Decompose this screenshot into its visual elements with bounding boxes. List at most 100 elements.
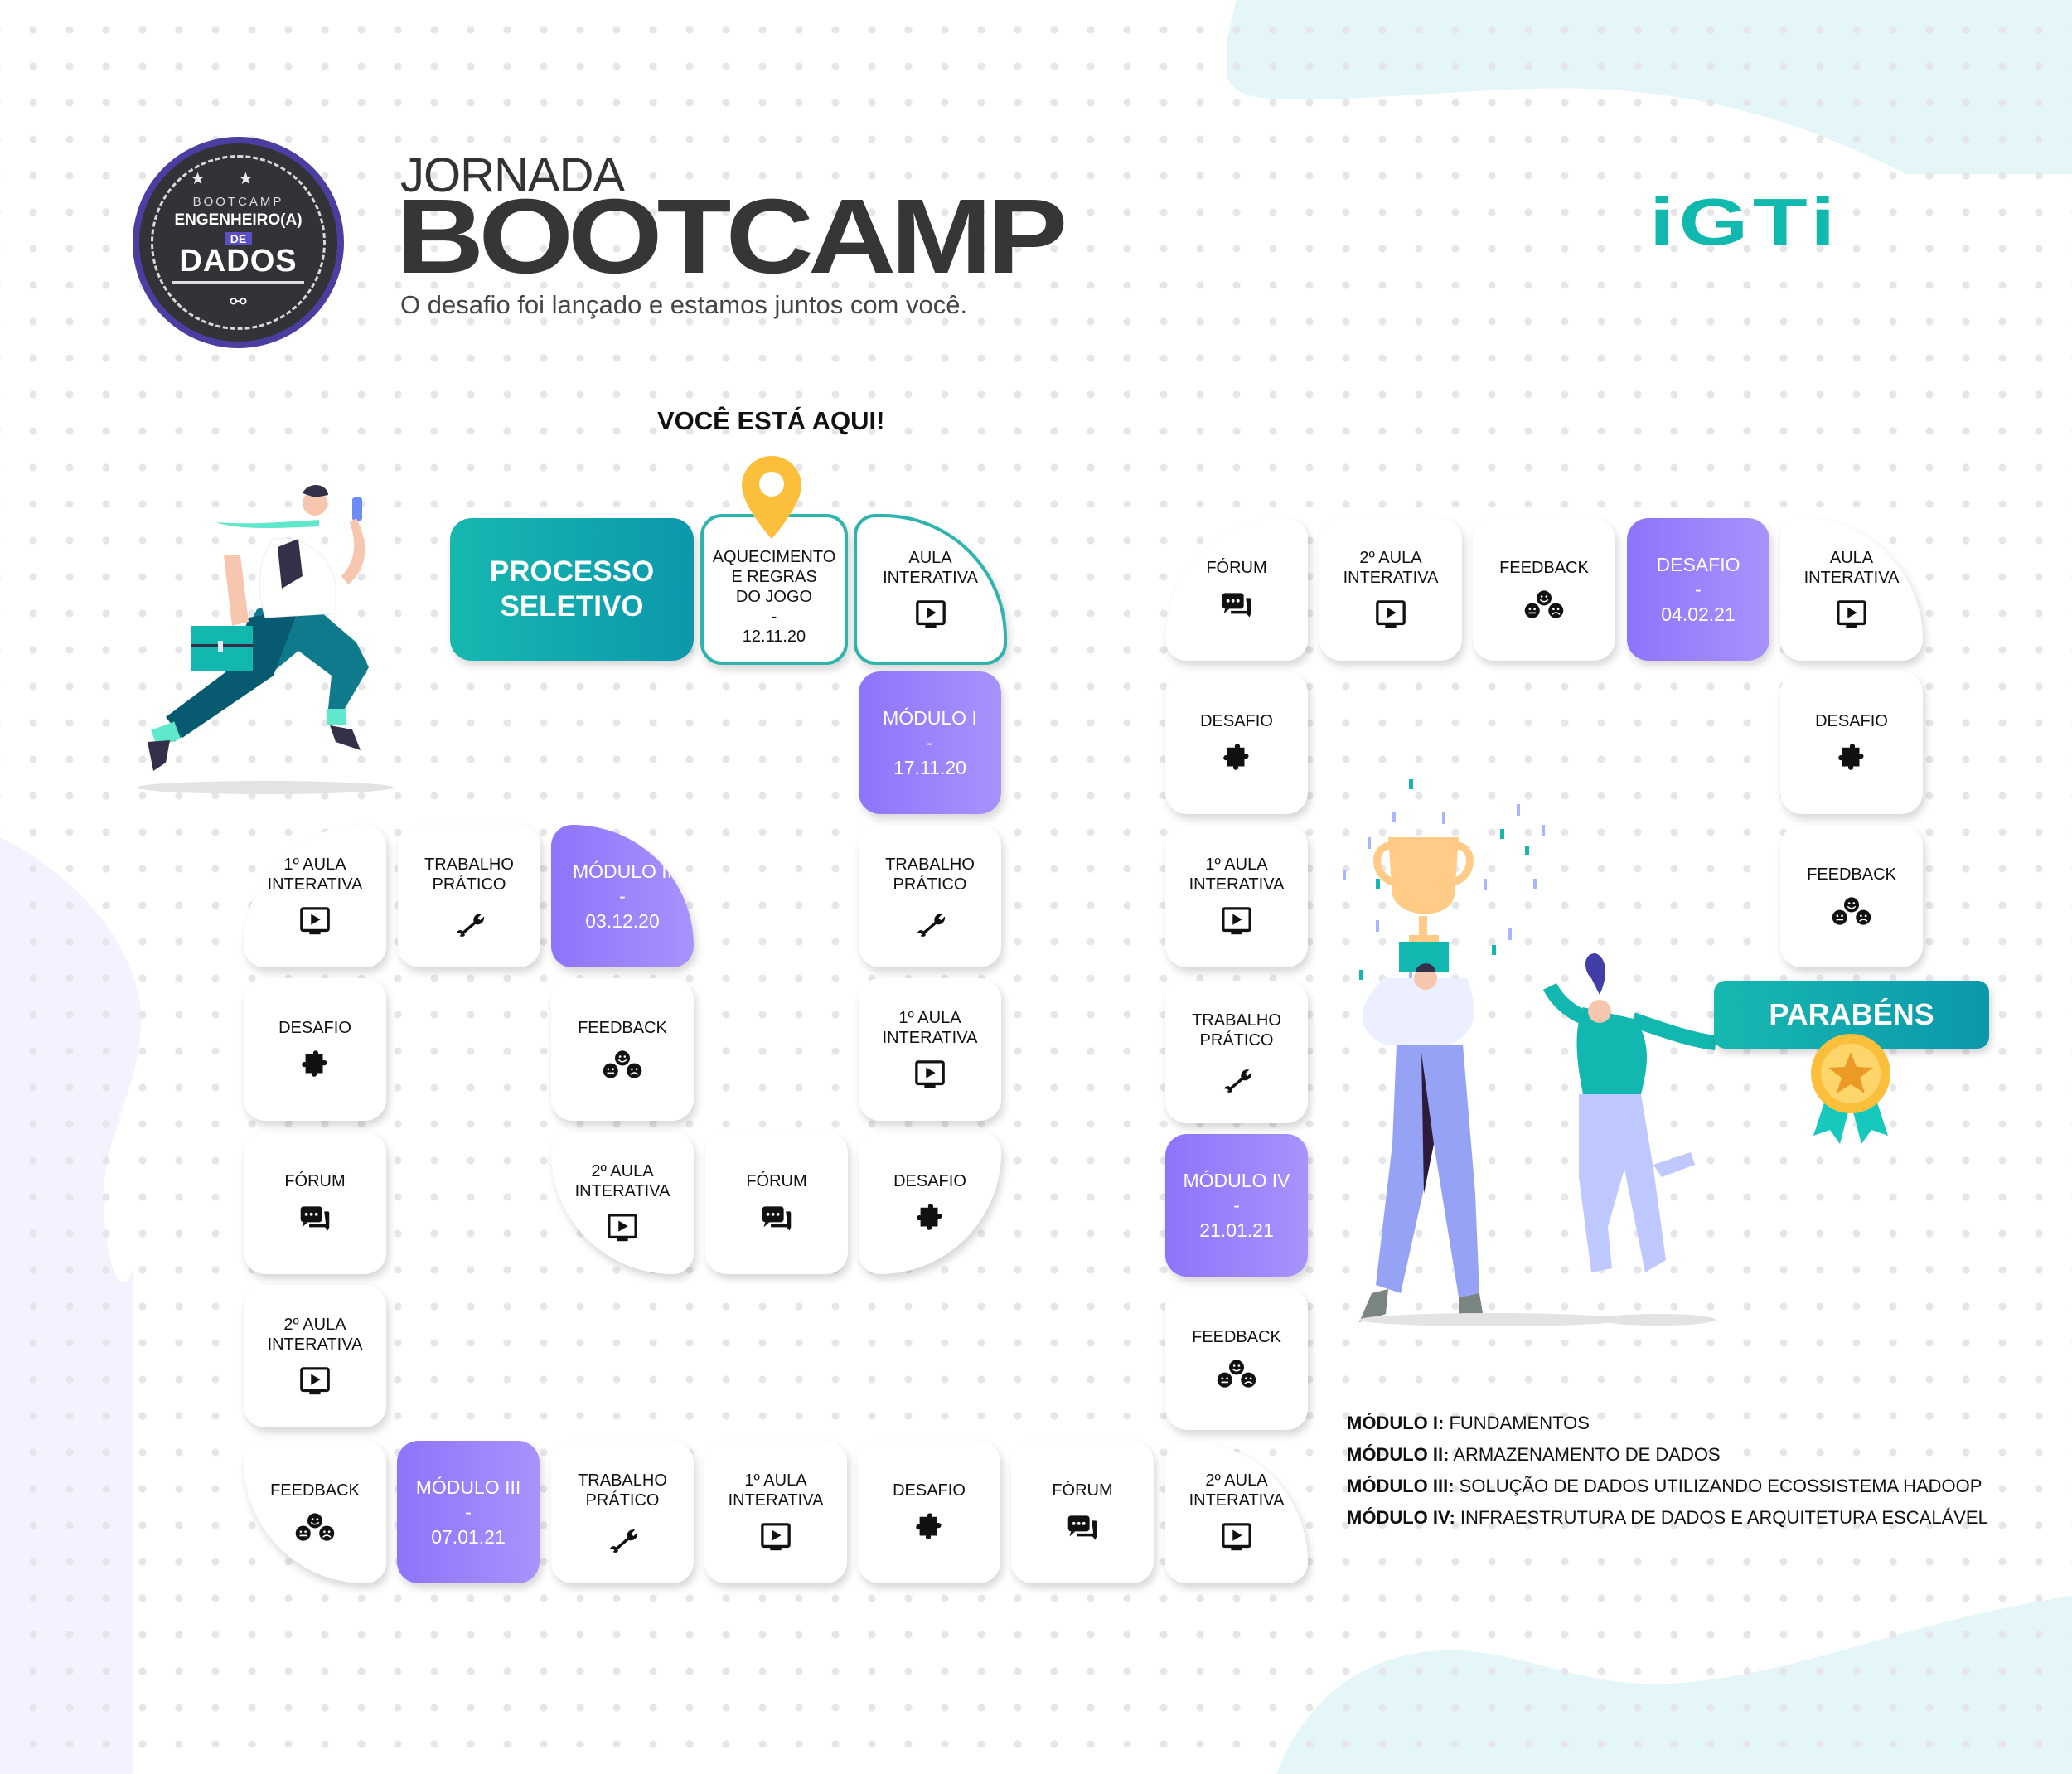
tile-label: AQUECIMENTO E REGRAS DO JOGO - 12.11.20 — [712, 548, 836, 646]
badge-line-de: DE — [224, 231, 253, 245]
tile-m3-trabalho-pratico[interactable]: TRABALHO PRÁTICO — [551, 1441, 694, 1583]
tile-m3-1a-aula[interactable]: 1º AULA INTERATIVA — [704, 1441, 847, 1583]
tile-m2-2a-aula[interactable]: 2º AULA INTERATIVA — [244, 1285, 386, 1427]
tile-modulo-1[interactable]: MÓDULO I - 17.11.20 — [859, 671, 1001, 814]
tile-label: 1º AULA INTERATIVA — [728, 1471, 824, 1510]
tile-m3-forum[interactable]: FÓRUM — [1011, 1441, 1154, 1583]
medal-star-icon — [1811, 1034, 1890, 1144]
tile-m2-1a-aula[interactable]: 1º AULA INTERATIVA — [244, 825, 386, 967]
chat-icon — [1221, 589, 1252, 621]
chat-icon — [1067, 1512, 1098, 1544]
legend-item: MÓDULO III: SOLUÇÃO DE DADOS UTILIZANDO … — [1347, 1471, 1988, 1502]
tile-label: FÓRUM — [1052, 1481, 1113, 1500]
tile-final-desafio[interactable]: DESAFIO — [1780, 671, 1923, 814]
wrench-icon — [607, 1522, 638, 1553]
tile-modulo-4[interactable]: MÓDULO IV - 21.01.21 — [1165, 1134, 1308, 1277]
tile-m4-desafio[interactable]: DESAFIO — [1165, 671, 1308, 814]
wrench-icon — [453, 906, 485, 938]
you-are-here-label: VOCÊ ESTÁ AQUI! — [657, 406, 885, 435]
tile-label: DESAFIO — [1815, 712, 1888, 730]
play-screen-icon — [1375, 599, 1406, 631]
legend-value: INFRAESTRUTURA DE DADOS E ARQUITETURA ES… — [1460, 1507, 1988, 1528]
play-screen-icon — [1221, 1522, 1252, 1553]
tile-m3-2a-aula[interactable]: 2º AULA INTERATIVA — [1165, 1441, 1308, 1583]
tile-m4-trabalho-pratico[interactable]: TRABALHO PRÁTICO — [1165, 981, 1308, 1123]
tile-m2-trabalho-pratico[interactable]: TRABALHO PRÁTICO — [398, 825, 540, 967]
legend-item: MÓDULO I: FUNDAMENTOS — [1347, 1408, 1988, 1439]
badge-line-engenheiro: ENGENHEIRO(A) — [174, 211, 303, 229]
tile-aquecimento[interactable]: AQUECIMENTO E REGRAS DO JOGO - 12.11.20 — [700, 514, 848, 665]
tile-m1-feedback[interactable]: FEEDBACK — [551, 978, 694, 1121]
tile-label: 2º AULA INTERATIVA — [1343, 549, 1439, 587]
puzzle-icon — [914, 1203, 946, 1234]
puzzle-icon — [299, 1049, 331, 1081]
play-screen-icon — [299, 1366, 331, 1398]
play-screen-icon — [914, 1059, 946, 1091]
stars-icon: ★★ — [190, 170, 287, 188]
igti-logo: iGTi — [1649, 185, 1840, 259]
celebration-illustration — [1343, 779, 1717, 1326]
chat-icon — [299, 1203, 331, 1234]
legend-value: FUNDAMENTOS — [1449, 1413, 1590, 1433]
play-screen-icon — [607, 1213, 638, 1244]
play-screen-icon — [760, 1522, 792, 1553]
tile-m4-1a-aula[interactable]: 1º AULA INTERATIVA — [1165, 825, 1308, 967]
feedback-faces-icon — [1215, 1359, 1258, 1390]
tile-label: MÓDULO IV - 21.01.21 — [1183, 1170, 1290, 1241]
tile-m1-trabalho-pratico[interactable]: TRABALHO PRÁTICO — [859, 825, 1001, 967]
bootcamp-badge-logo: ★★ BOOTCAMP ENGENHEIRO(A) DE DADOS ⚯ — [133, 137, 344, 348]
title-jornada: JORNADA — [400, 148, 625, 202]
play-screen-icon — [1836, 599, 1867, 631]
location-pin-icon — [742, 456, 801, 539]
tile-m1-forum[interactable]: FÓRUM — [705, 1132, 848, 1274]
feedback-faces-icon — [601, 1049, 644, 1081]
tile-m3-desafio[interactable]: DESAFIO — [858, 1441, 1000, 1583]
legend-key: MÓDULO III: — [1347, 1476, 1455, 1496]
data-nodes-icon: ⚯ — [230, 290, 247, 313]
tile-label: FÓRUM — [284, 1172, 346, 1190]
feedback-faces-icon — [1830, 896, 1873, 928]
tile-label: AULA INTERATIVA — [883, 549, 978, 587]
tile-label: 1º AULA INTERATIVA — [267, 855, 363, 894]
tile-label: FÓRUM — [1206, 559, 1267, 577]
legend-value: SOLUÇÃO DE DADOS UTILIZANDO ECOSSISTEMA … — [1459, 1476, 1982, 1496]
feedback-faces-icon — [1523, 589, 1566, 621]
tile-m4-2a-aula[interactable]: 2º AULA INTERATIVA — [1319, 518, 1462, 661]
puzzle-icon — [1836, 743, 1867, 774]
puzzle-icon — [913, 1512, 945, 1544]
wrench-icon — [914, 906, 946, 938]
tile-label: TRABALHO PRÁTICO — [578, 1471, 667, 1510]
legend-key: MÓDULO IV: — [1347, 1507, 1455, 1528]
play-screen-icon — [299, 906, 331, 938]
tile-label: DESAFIO - 04.02.21 — [1656, 554, 1740, 625]
feedback-faces-icon — [293, 1512, 336, 1544]
legend-item: MÓDULO II: ARMAZENAMENTO DE DADOS — [1347, 1439, 1988, 1471]
tile-label: TRABALHO PRÁTICO — [424, 855, 514, 894]
tile-m3-feedback[interactable]: FEEDBACK — [1165, 1287, 1308, 1430]
tile-label: DESAFIO — [278, 1019, 351, 1037]
chat-icon — [761, 1203, 792, 1234]
tile-processo-seletivo[interactable]: PROCESSO SELETIVO — [450, 518, 694, 661]
tile-m1-1a-aula[interactable]: 1º AULA INTERATIVA — [859, 978, 1001, 1121]
play-screen-icon — [915, 599, 946, 631]
tile-m2-desafio[interactable]: DESAFIO — [244, 978, 386, 1121]
puzzle-icon — [1221, 743, 1252, 774]
tile-label: FEEDBACK — [1807, 865, 1896, 884]
module-legend: MÓDULO I: FUNDAMENTOS MÓDULO II: ARMAZEN… — [1347, 1408, 1988, 1534]
tile-label: TRABALHO PRÁTICO — [885, 855, 975, 894]
legend-value: ARMAZENAMENTO DE DADOS — [1453, 1444, 1721, 1465]
tile-final-feedback[interactable]: FEEDBACK — [1780, 825, 1923, 967]
tile-label: DESAFIO — [893, 1481, 966, 1500]
tile-label: MÓDULO III - 07.01.21 — [415, 1476, 521, 1548]
tile-m2-forum[interactable]: FÓRUM — [244, 1132, 386, 1274]
tile-label: MÓDULO II - 03.12.20 — [572, 860, 673, 932]
running-man-illustration — [137, 485, 394, 794]
tile-label: FEEDBACK — [578, 1019, 667, 1037]
tile-desafio-final[interactable]: DESAFIO - 04.02.21 — [1627, 518, 1769, 661]
tile-m4-feedback[interactable]: FEEDBACK — [1473, 518, 1615, 661]
tile-label: FEEDBACK — [1499, 559, 1589, 577]
badge-line-bootcamp: BOOTCAMP — [192, 194, 284, 209]
tile-modulo-3[interactable]: MÓDULO III - 07.01.21 — [397, 1441, 540, 1583]
legend-key: MÓDULO II: — [1347, 1444, 1450, 1465]
legend-item: MÓDULO IV: INFRAESTRUTURA DE DADOS E ARQ… — [1347, 1502, 1988, 1534]
